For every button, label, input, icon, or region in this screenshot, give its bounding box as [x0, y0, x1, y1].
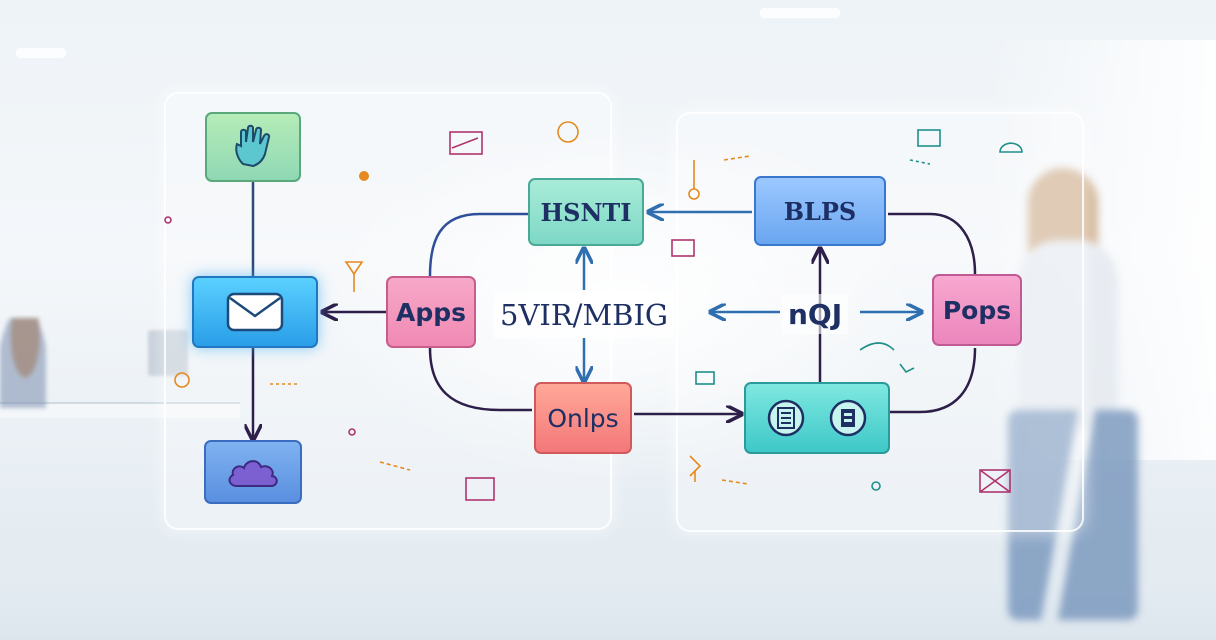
pops-node[interactable]: Pops — [932, 274, 1022, 346]
desk — [0, 402, 240, 418]
file-icon — [829, 399, 867, 437]
ceiling-light — [760, 8, 840, 18]
blps-label: BLPS — [783, 196, 857, 226]
center-label-text: 5VIR/MBIG — [500, 298, 669, 332]
ceiling-light — [16, 48, 66, 58]
pops-label: Pops — [942, 295, 1012, 325]
apps-label: Apps — [395, 297, 467, 327]
seated-person — [0, 318, 46, 408]
teal-node[interactable] — [744, 382, 890, 454]
center-label: 5VIR/MBIG — [494, 292, 675, 338]
apps-node[interactable]: Apps — [386, 276, 476, 348]
curve-apps-to-onlps — [428, 347, 532, 412]
list-icon — [767, 399, 805, 437]
right-label: nQJ — [782, 294, 849, 334]
curve-blps-to-pops — [888, 212, 977, 275]
decorative-accents — [164, 121, 1023, 501]
mail-node[interactable] — [192, 276, 318, 348]
hand-icon — [235, 124, 271, 168]
blps-node[interactable]: BLPS — [754, 176, 886, 246]
hand-node[interactable] — [205, 112, 301, 182]
hsnti-label: HSNTI — [540, 197, 632, 227]
cloud-node[interactable] — [204, 440, 302, 504]
curve-pops-to-teal — [890, 347, 977, 414]
monitor — [148, 330, 188, 376]
mail-icon — [226, 292, 284, 332]
walking-person — [978, 160, 1178, 630]
curve-apps-to-hsnti — [428, 212, 528, 277]
onlps-label: Onlps — [547, 403, 619, 433]
onlps-node[interactable]: Onlps — [534, 382, 632, 454]
right-label-text: nQJ — [788, 297, 843, 331]
cloud-icon — [228, 460, 278, 487]
hsnti-node[interactable]: HSNTI — [528, 178, 644, 246]
